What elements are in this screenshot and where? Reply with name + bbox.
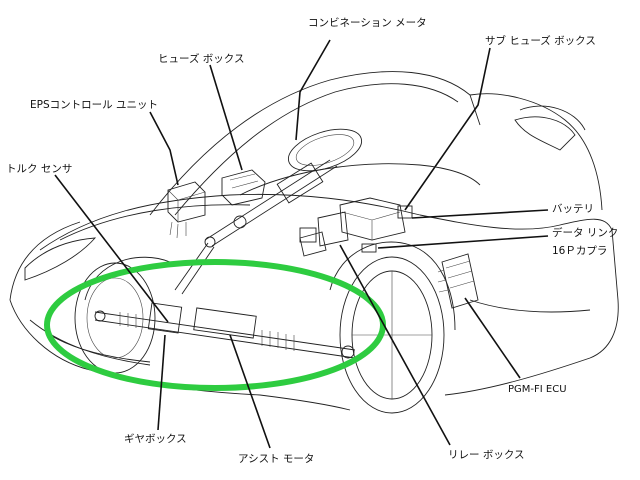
components	[167, 169, 479, 309]
label-battery: バッテリ	[552, 203, 594, 215]
leader-pgm-fi-ecu	[464, 297, 521, 379]
highlight-ellipse	[44, 259, 386, 391]
battery-part	[299, 211, 349, 247]
label-fuse-box: ヒューズ ボックス	[158, 52, 245, 65]
label-assist-motor: アシスト モータ	[238, 453, 314, 465]
label-data-link-line1: データ リンク	[552, 226, 618, 239]
fuse-box-part	[221, 169, 266, 206]
leader-fuse-box	[209, 64, 243, 171]
label-pgm-fi-ecu: PGM-FI ECU	[508, 384, 567, 395]
relay-box-part	[299, 231, 327, 257]
label-relay-box: リレー ボックス	[448, 449, 525, 461]
eps-control-unit-part	[167, 181, 206, 239]
leader-gear-box	[157, 334, 166, 431]
label-eps-control-unit: EPSコントロール ユニット	[30, 99, 158, 111]
leader-eps-control-unit	[149, 111, 179, 186]
label-gear-box: ギヤボックス	[124, 433, 187, 445]
leader-relay-box	[339, 244, 451, 446]
leader-data-link	[377, 235, 549, 249]
leader-assist-motor	[229, 334, 271, 449]
label-data-link-line2: 16Ｐカプラ	[552, 245, 607, 257]
sub-fuse-box-part	[339, 197, 413, 241]
leader-battery	[411, 209, 549, 219]
pgm-fi-ecu-part	[437, 253, 479, 309]
leader-torque-sensor	[54, 174, 169, 323]
steering-rack-assembly	[94, 302, 356, 359]
labels: コンビネーション メータ ヒューズ ボックス サブ ヒューズ ボックス EPSコ…	[6, 17, 618, 465]
label-combination-meter: コンビネーション メータ	[308, 17, 427, 29]
gear-box-part	[147, 302, 183, 334]
steering-column	[174, 128, 363, 295]
label-torque-sensor: トルク センサ	[6, 163, 72, 175]
label-sub-fuse-box: サブ ヒューズ ボックス	[485, 34, 596, 47]
leader-sub-fuse-box	[404, 47, 491, 211]
data-link-connector-part	[361, 243, 377, 253]
leader-lines	[54, 39, 549, 449]
assist-motor-part	[193, 307, 257, 339]
leader-combination-meter	[295, 39, 331, 141]
